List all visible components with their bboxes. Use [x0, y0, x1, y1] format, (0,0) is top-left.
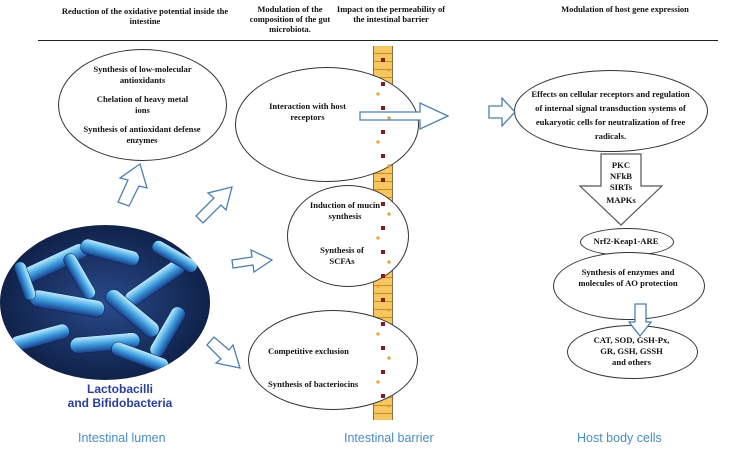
header-divider	[38, 40, 718, 41]
header-gene-expression: Modulation of host gene expression	[561, 4, 689, 14]
text-low-molecular-antioxidants: Synthesis of low-molecular antioxidants	[93, 64, 192, 85]
text-competitive-exclusion: Competitive exclusion	[268, 346, 349, 356]
text-nfkb: NFkB	[610, 171, 632, 181]
text-host-receptors: Interaction with host receptors	[269, 101, 346, 122]
text-antioxidant-enzymes: Synthesis of antioxidant defense enzymes	[83, 124, 201, 145]
text-mucin-synthesis: Induction of mucin synthesis	[309, 200, 381, 221]
bacteria-image	[0, 225, 210, 380]
zone-label-lumen: Intestinal lumen	[78, 431, 166, 445]
antioxidant-ellipse	[58, 49, 227, 161]
effects-ellipse	[514, 70, 708, 152]
text-outputs-line1: CAT, SOD, GSH-Px,	[593, 335, 670, 345]
text-mapks: MAPKs	[606, 195, 636, 205]
header-microbiota-modulation: Modulation of the composition of the gut…	[249, 4, 331, 34]
outputs-ellipse	[567, 325, 698, 379]
text-outputs-line2: GR, GSH, GSSH	[600, 346, 663, 356]
enzymes-ellipse	[553, 252, 705, 320]
text-cellular-effects: Effects on cellular receptors and regula…	[531, 89, 690, 141]
text-scfa-synthesis: Synthesis of SCFAs	[320, 245, 364, 266]
signaling-funnel-arrow	[578, 153, 664, 226]
receptor-ellipse	[235, 67, 419, 182]
bacteria-label-line1: Lactobacilli	[86, 382, 154, 396]
arrow-to-receptor	[195, 186, 233, 224]
mucin-ellipse	[287, 185, 409, 287]
zone-label-barrier: Intestinal barrier	[344, 431, 434, 445]
arrow-through-barrier	[359, 101, 450, 131]
competition-ellipse	[248, 310, 418, 410]
up-arrow-antioxidant	[117, 162, 148, 207]
text-nrf2-keap1-are: Nrf2-Keap1-ARE	[593, 236, 659, 246]
text-sirts: SIRTs	[609, 182, 633, 192]
zone-label-host: Host body cells	[577, 431, 662, 445]
arrow-to-host	[488, 96, 516, 128]
barrier-dots	[381, 58, 385, 398]
header-barrier-permeability: Impact on the permeability of the intest…	[336, 4, 446, 24]
text-bacteriocins: Synthesis of bacteriocins	[268, 379, 359, 389]
bacteria-label-line2: and Bifidobacteria	[67, 396, 173, 410]
text-enzyme-synthesis: Synthesis of enzymes and molecules of AO…	[578, 267, 678, 288]
text-outputs-line3: and others	[612, 357, 651, 367]
barrier-dots-light	[376, 68, 391, 408]
arrow-to-competition	[206, 336, 241, 369]
arrow-to-mucin	[231, 248, 274, 274]
text-pkc: PKC	[611, 160, 631, 170]
header-oxidative-potential: Reduction of the oxidative potential ins…	[61, 6, 229, 26]
text-chelation-heavy-metals: Chelation of heavy metal ions	[96, 94, 189, 115]
arrow-to-outputs	[627, 303, 653, 338]
